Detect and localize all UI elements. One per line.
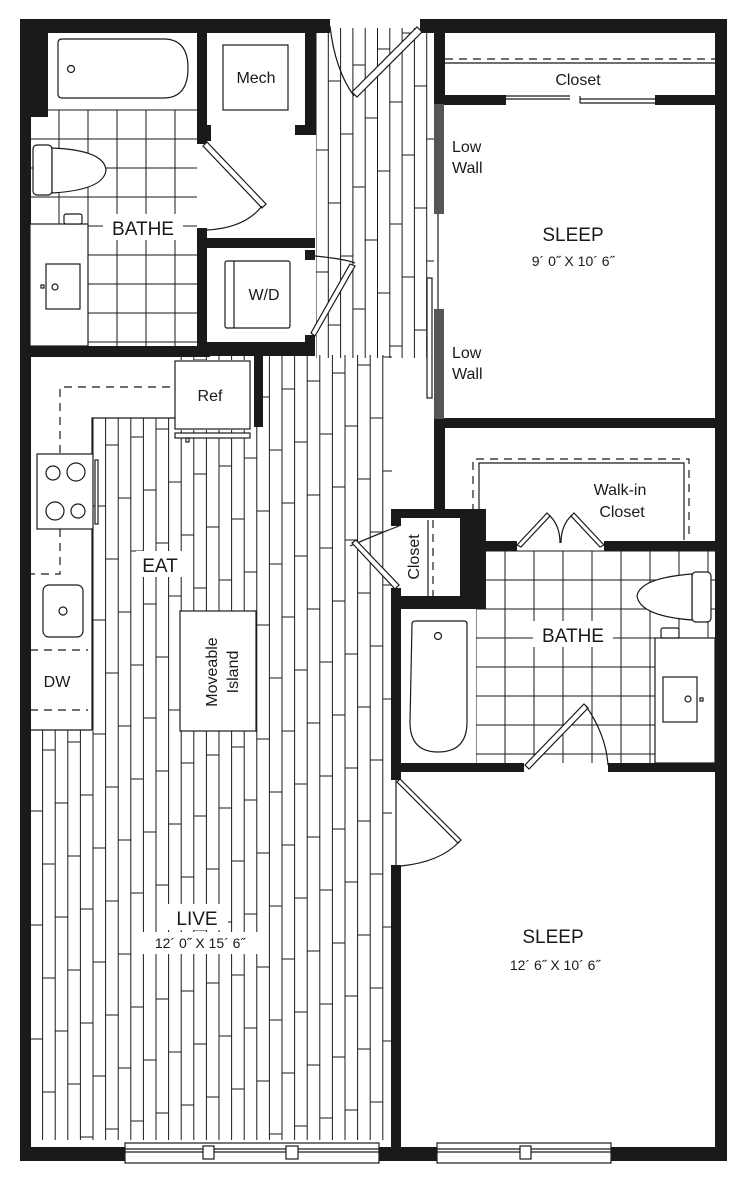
- live-label: LIVE: [176, 909, 217, 930]
- walkin-double-door[interactable]: [516, 512, 605, 548]
- entry-door[interactable]: [329, 25, 423, 98]
- low-walls: [426, 104, 444, 419]
- doors: [202, 25, 655, 867]
- low-wall-top-line2: Wall: [452, 160, 483, 177]
- bath1-label: BATHE: [112, 219, 174, 240]
- range: [36, 453, 99, 530]
- vanity-2: [654, 627, 716, 764]
- bath2-door[interactable]: [524, 703, 609, 770]
- sleep1-closet-label: Closet: [555, 72, 601, 89]
- eat-label: EAT: [142, 556, 178, 577]
- island-label-line1: Moveable: [204, 637, 221, 706]
- low-wall-bottom-line1: Low: [452, 345, 482, 362]
- low-wall-bottom-line2: Wall: [452, 366, 483, 383]
- live-dimensions: 12´ 0˝ X 15´ 6˝: [155, 935, 247, 951]
- bath2-label: BATHE: [542, 626, 604, 647]
- washer-dryer: [224, 260, 291, 329]
- mech-label: Mech: [236, 70, 275, 87]
- wd-door[interactable]: [310, 255, 356, 337]
- plank-flooring: [30, 28, 434, 1140]
- bathtub-1: [48, 33, 197, 108]
- bathtub-2: [401, 609, 476, 763]
- vanity-1: [29, 213, 89, 347]
- sleep1-dimensions: 9´ 0˝ X 10´ 6˝: [532, 253, 616, 269]
- room-labels: BATHE Mech W/D Ref EAT DW Moveable Islan…: [44, 70, 647, 973]
- window-bedroom2: [436, 1142, 612, 1164]
- closet-sliding-door[interactable]: [505, 95, 655, 104]
- toilet-2: [636, 571, 712, 623]
- dw-label: DW: [44, 674, 72, 691]
- hall-closet-label: Closet: [406, 534, 423, 580]
- wd-label: W/D: [248, 287, 279, 304]
- kitchen-sink: [42, 584, 84, 638]
- refrigerator: [174, 360, 251, 443]
- sleep1-label: SLEEP: [542, 225, 603, 246]
- ref-label: Ref: [198, 388, 223, 405]
- fixtures: [29, 33, 716, 764]
- mech-unit: [222, 44, 289, 111]
- toilet-1: [32, 144, 107, 196]
- bedroom2-door[interactable]: [395, 778, 462, 867]
- island-label-line2: Island: [225, 651, 242, 694]
- low-wall-top-line1: Low: [452, 139, 482, 156]
- walkin-label-line2: Closet: [599, 504, 645, 521]
- walkin-label-line1: Walk-in: [594, 482, 647, 499]
- window-living: [124, 1142, 380, 1164]
- bath1-door[interactable]: [202, 141, 267, 231]
- moveable-island[interactable]: [179, 610, 257, 732]
- windows: [124, 1142, 612, 1164]
- sleep2-dimensions: 12´ 6˝ X 10´ 6˝: [510, 957, 602, 973]
- hall-closet-door[interactable]: [349, 525, 400, 590]
- sleep2-label: SLEEP: [522, 927, 583, 948]
